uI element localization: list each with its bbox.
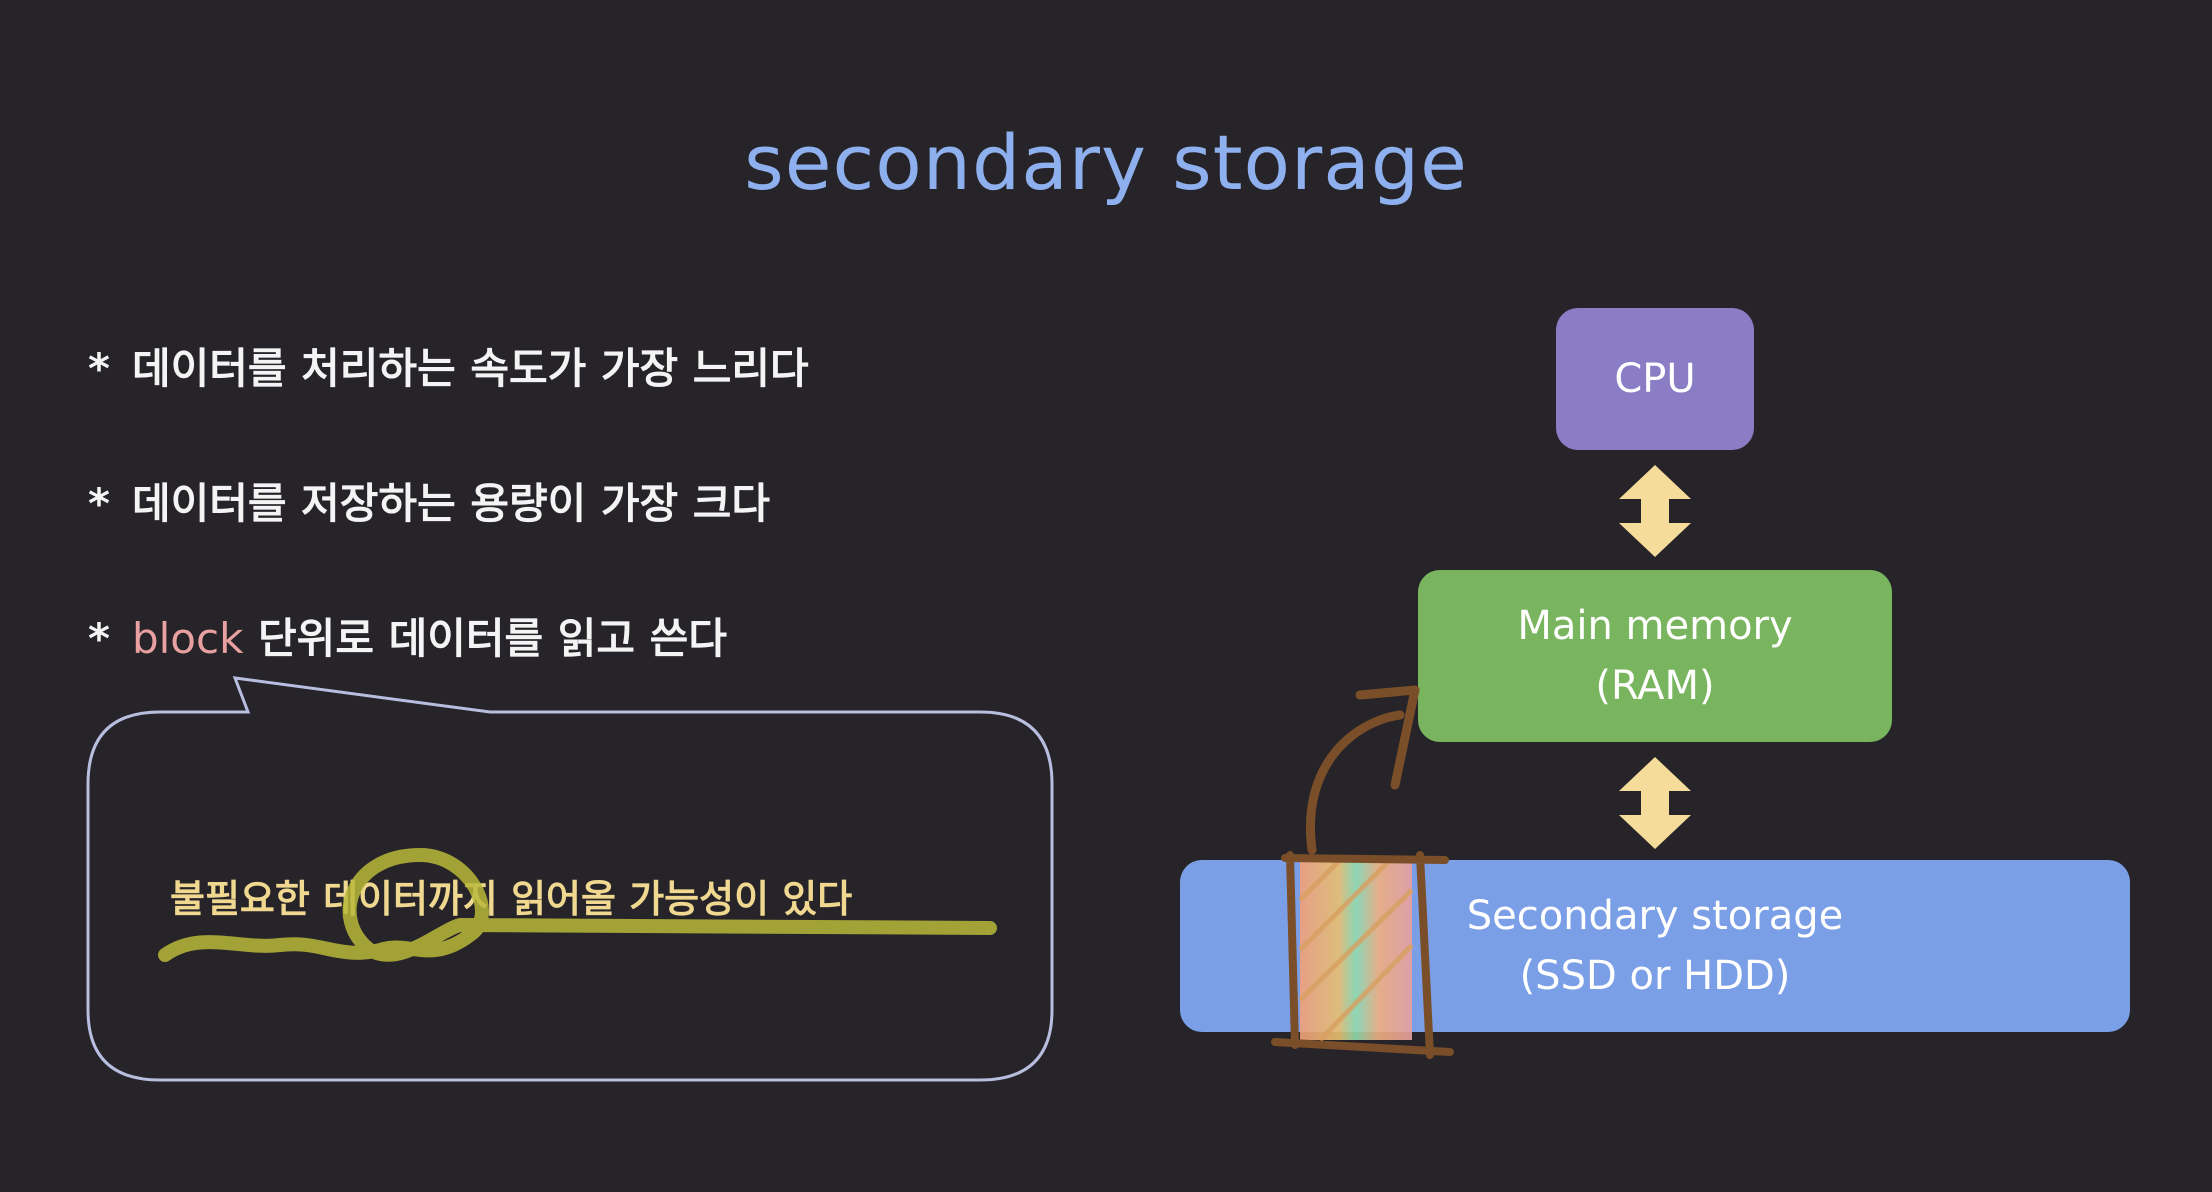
callout-text: 불필요한 데이터까지 읽어올 가능성이 있다 xyxy=(170,877,853,921)
ssd-box: Secondary storage (SSD or HDD) xyxy=(1180,860,2130,1032)
bullet-capacity: * 데이터를 저장하는 용량이 가장 크다 xyxy=(88,470,770,531)
ssd-label-line1: Secondary storage xyxy=(1466,893,1844,939)
bullet-speed: * 데이터를 처리하는 속도가 가장 느리다 xyxy=(88,335,809,396)
bullet-text: 데이터를 저장하는 용량이 가장 크다 xyxy=(131,479,771,528)
ram-label-line1: Main memory xyxy=(1517,603,1793,649)
bullet-text: 데이터를 처리하는 속도가 가장 느리다 xyxy=(131,344,809,393)
cpu-label: CPU xyxy=(1614,356,1696,402)
bullet-marker: * xyxy=(88,479,110,528)
slide-title: secondary storage xyxy=(744,118,1468,207)
bullet-highlight-block: block xyxy=(131,614,244,663)
cpu-ram-double-arrow-icon xyxy=(1619,465,1691,557)
ram-ssd-double-arrow-icon xyxy=(1619,757,1691,849)
bullet-marker: * xyxy=(88,344,110,393)
ram-label-line2: (RAM) xyxy=(1595,663,1715,709)
ssd-label-line2: (SSD or HDD) xyxy=(1519,953,1791,999)
bullet-block: * block 단위로 데이터를 읽고 쓴다 xyxy=(88,605,727,666)
bullet-marker: * xyxy=(88,614,110,663)
bullet-text: 단위로 데이터를 읽고 쓴다 xyxy=(258,614,727,663)
cpu-box: CPU xyxy=(1556,308,1754,450)
ram-box: Main memory (RAM) xyxy=(1418,570,1892,742)
